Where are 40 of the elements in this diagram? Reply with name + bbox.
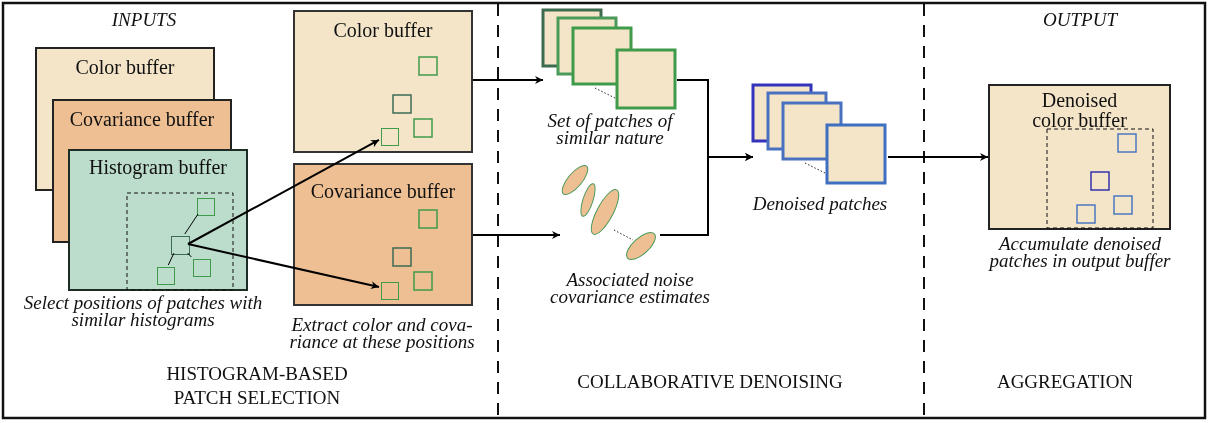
buffer-card — [988, 84, 1171, 230]
buffer-card — [68, 149, 248, 291]
node-label: Select positions of patches with similar histograms — [22, 294, 264, 328]
column-heading: OUTPUT — [1042, 8, 1119, 32]
node-label: Set of patches of similar nature — [546, 112, 676, 146]
arrow — [472, 231, 561, 239]
buffer-title: Covariance buffer — [68, 109, 216, 129]
node-label: Extract color and cova- riance at these positions — [288, 316, 476, 350]
patch-stack-drawing — [543, 10, 677, 109]
stage-title: HISTOGRAM-BASED PATCH SELECTION — [165, 362, 349, 410]
arrow — [472, 76, 544, 84]
patch-square — [157, 267, 175, 285]
connector-line — [187, 252, 192, 258]
arrow — [187, 138, 380, 245]
buffer-card — [293, 163, 473, 306]
patch-square — [381, 282, 399, 300]
buffer-title: Histogram buffer — [88, 157, 228, 177]
buffer-title: Denoised color buffer — [1031, 90, 1128, 130]
node-label: Associated noise covariance estimates — [549, 271, 711, 305]
stage-title: COLLABORATIVE DENOISING — [576, 370, 844, 394]
patch-stack-drawing — [753, 85, 888, 184]
buffer-title: Color buffer — [332, 20, 434, 40]
node-label: Denoised patches — [751, 195, 889, 212]
column-heading: INPUTS — [110, 8, 178, 32]
patch-square — [381, 128, 399, 146]
patch-square — [197, 198, 215, 216]
buffer-title: Color buffer — [74, 57, 176, 77]
buffer-card — [293, 10, 473, 153]
arrow — [659, 153, 754, 236]
patch-square — [193, 259, 211, 277]
buffer-title: Covariance buffer — [309, 181, 457, 201]
patch-square — [171, 236, 190, 255]
buffer-card — [52, 99, 232, 149]
stage-title: AGGREGATION — [995, 370, 1135, 394]
connector-line — [184, 213, 199, 235]
buffer-card — [35, 47, 215, 99]
arrow — [887, 153, 989, 161]
connector-line — [167, 252, 175, 266]
node-label: Accumulate denoised patches in output buffer — [987, 235, 1172, 269]
arrow — [187, 243, 380, 290]
